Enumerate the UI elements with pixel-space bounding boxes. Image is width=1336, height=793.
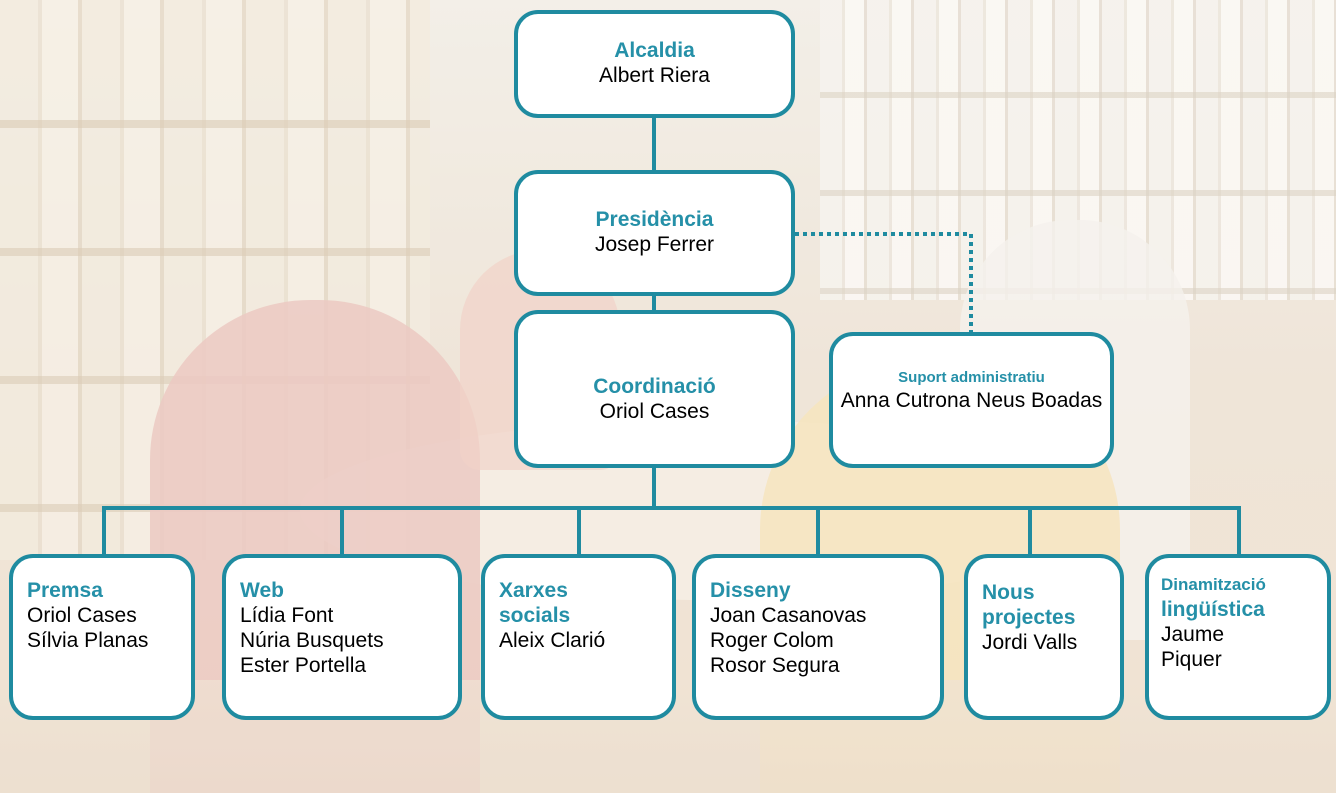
node-name: Jordi Valls xyxy=(982,631,1078,654)
node-name: Neus Boadas xyxy=(976,389,1103,412)
node-title-line-2: lingüística xyxy=(1161,598,1265,621)
node-name: Piquer xyxy=(1161,648,1222,671)
node-name: Joan Casanovas xyxy=(710,604,867,627)
node-name: Núria Busquets xyxy=(240,629,384,652)
node-web: Web Lídia Font Núria Busquets Ester Port… xyxy=(222,554,462,720)
node-title: Web xyxy=(240,579,284,602)
node-suport: Suport administratiu Anna Cutrona Neus B… xyxy=(829,332,1114,468)
node-premsa: Premsa Oriol Cases Sílvia Planas xyxy=(9,554,195,720)
node-presidencia: Presidència Josep Ferrer xyxy=(514,170,795,296)
node-dinamitzacio: Dinamització lingüística Jaume Piquer xyxy=(1145,554,1331,720)
node-title: Suport administratiu xyxy=(898,369,1045,386)
edge-presidencia-suport xyxy=(795,232,973,332)
node-title: Disseny xyxy=(710,579,791,602)
node-disseny: Disseny Joan Casanovas Roger Colom Rosor… xyxy=(692,554,944,720)
node-title-line-1: Nous xyxy=(982,581,1035,604)
node-title-line-2: socials xyxy=(499,604,571,627)
node-title-line-1: Xarxes xyxy=(499,579,568,602)
node-title: Presidència xyxy=(595,208,714,231)
node-title: Premsa xyxy=(27,579,103,602)
node-name: Ester Portella xyxy=(240,654,367,677)
node-nous: Nous projectes Jordi Valls xyxy=(964,554,1124,720)
node-title-line-2: projectes xyxy=(982,606,1076,629)
node-title: Coordinació xyxy=(593,375,716,398)
node-name: Anna Cutrona xyxy=(840,389,971,412)
node-name: Roger Colom xyxy=(710,629,834,652)
node-name: Oriol Cases xyxy=(599,400,710,423)
node-name: Sílvia Planas xyxy=(27,629,149,652)
node-name: Josep Ferrer xyxy=(594,233,715,256)
node-name: Aleix Clarió xyxy=(499,629,606,652)
node-coordinacio: Coordinació Oriol Cases xyxy=(514,310,795,468)
node-title: Alcaldia xyxy=(614,39,695,62)
node-xarxes: Xarxes socials Aleix Clarió xyxy=(481,554,676,720)
node-alcaldia: Alcaldia Albert Riera xyxy=(514,10,795,118)
node-name: Lídia Font xyxy=(240,604,334,627)
node-name: Oriol Cases xyxy=(27,604,137,627)
node-name: Jaume xyxy=(1161,623,1225,646)
node-name: Rosor Segura xyxy=(710,654,840,677)
node-name: Albert Riera xyxy=(599,64,710,87)
node-title-line-1: Dinamització xyxy=(1161,575,1266,594)
